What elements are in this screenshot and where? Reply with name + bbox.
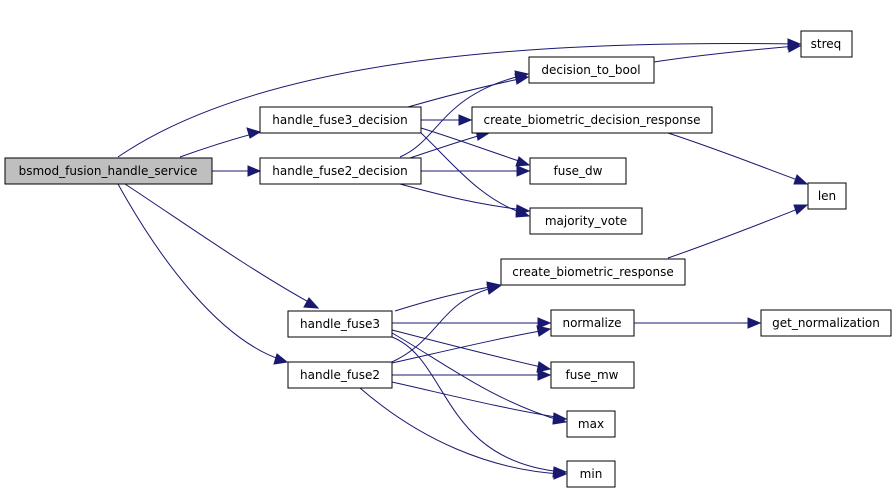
edge-root-to-handle-fuse2-decision [212, 165, 262, 177]
node-label: majority_vote [545, 214, 627, 228]
edge-handle-fuse2-to-max [391, 381, 568, 424]
node-label: create_biometric_decision_response [484, 113, 701, 127]
edge-handle-fuse3-decision-to-fuse-dw [420, 127, 531, 167]
edge-root-to-streq [117, 38, 802, 158]
node-create-biometric-decision-response[interactable]: create_biometric_decision_response [471, 106, 713, 134]
node-max[interactable]: max [566, 410, 616, 438]
node-handle-fuse3[interactable]: handle_fuse3 [287, 310, 393, 338]
edge-root-to-handle-fuse3 [124, 183, 320, 309]
edges [117, 38, 809, 480]
node-get-normalization[interactable]: get_normalization [760, 309, 892, 337]
node-majority-vote[interactable]: majority_vote [529, 207, 643, 235]
edge-handle-fuse3-to-fuse-mw [391, 329, 552, 373]
node-label: normalize [562, 316, 621, 330]
node-label: create_biometric_response [512, 265, 674, 279]
node-len[interactable]: len [807, 182, 847, 210]
node-label: bsmod_fusion_handle_service [19, 164, 198, 178]
node-label: handle_fuse3_decision [272, 113, 407, 127]
edge-handle-fuse2-decision-to-majority-vote [399, 183, 531, 216]
node-label: handle_fuse3 [300, 317, 380, 331]
edge-handle-fuse2-decision-to-decision-to-bool [399, 70, 530, 158]
node-handle-fuse2[interactable]: handle_fuse2 [287, 361, 393, 389]
edge-root-to-handle-fuse2 [117, 183, 289, 365]
node-bsmod-fusion-handle-service[interactable]: bsmod_fusion_handle_service [4, 157, 213, 185]
node-label: handle_fuse2_decision [272, 164, 407, 178]
node-label: fuse_mw [566, 368, 619, 382]
edge-handle-fuse2-decision-to-fuse-dw [421, 165, 531, 177]
edge-create-biometric-response-to-len [667, 204, 809, 259]
edge-normalize-to-get-normalization [634, 317, 762, 329]
edge-create-biometric-decision-response-to-len [667, 132, 809, 185]
edge-handle-fuse3-to-min [391, 336, 568, 478]
node-streq[interactable]: streq [800, 30, 853, 58]
edge-handle-fuse2-to-create-biometric-response [391, 283, 502, 363]
node-label: handle_fuse2 [300, 368, 380, 382]
edge-handle-fuse2-to-normalize [391, 325, 552, 364]
edge-handle-fuse3-to-normalize [392, 317, 552, 329]
edge-root-to-handle-fuse3-decision [179, 127, 262, 158]
nodes: bsmod_fusion_handle_service handle_fuse3… [4, 30, 892, 488]
edge-handle-fuse2-to-fuse-mw [392, 369, 552, 381]
node-decision-to-bool[interactable]: decision_to_bool [528, 56, 655, 84]
node-min[interactable]: min [566, 460, 616, 488]
node-label: streq [811, 37, 842, 51]
node-normalize[interactable]: normalize [550, 309, 635, 337]
node-label: get_normalization [772, 316, 880, 330]
node-label: len [818, 189, 836, 203]
node-handle-fuse2-decision[interactable]: handle_fuse2_decision [259, 157, 422, 185]
node-label: max [578, 417, 604, 431]
edge-decision-to-bool-to-streq [653, 41, 802, 63]
node-fuse-mw[interactable]: fuse_mw [550, 361, 635, 389]
node-label: fuse_dw [554, 164, 603, 178]
node-label: decision_to_bool [541, 63, 640, 77]
edge-handle-fuse3-decision-to-create-biometric-decision-response [421, 114, 473, 126]
edge-handle-fuse3-to-create-biometric-response [394, 281, 502, 312]
node-create-biometric-response[interactable]: create_biometric_response [500, 258, 686, 286]
node-handle-fuse3-decision[interactable]: handle_fuse3_decision [259, 106, 422, 134]
node-fuse-dw[interactable]: fuse_dw [529, 157, 627, 185]
node-label: min [580, 467, 603, 481]
edge-handle-fuse2-to-min [359, 387, 568, 480]
